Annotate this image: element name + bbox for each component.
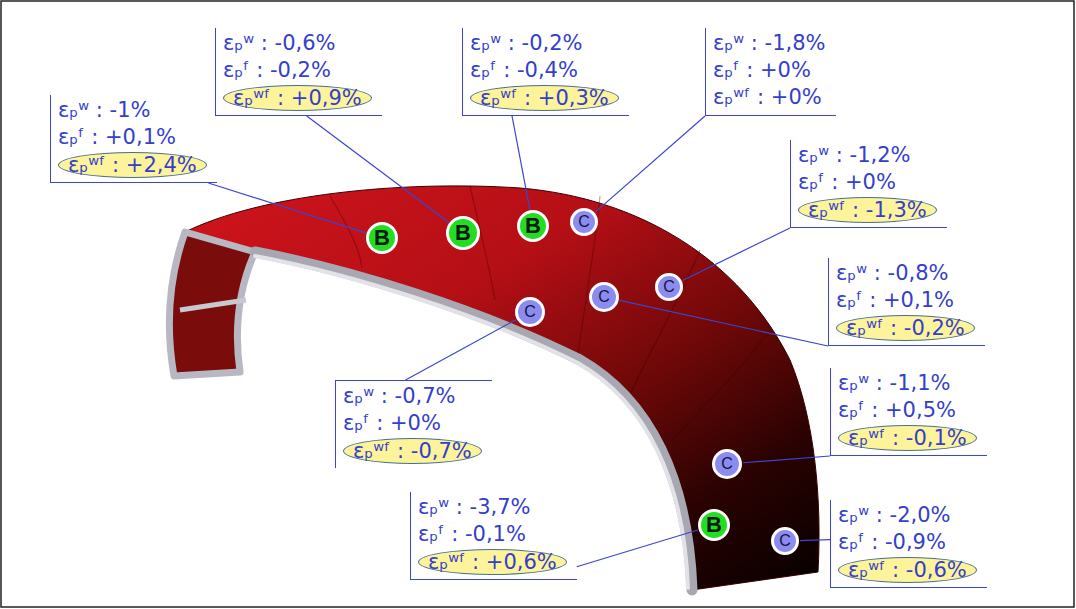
strain-value: εₚʷ : -0,2%	[470, 30, 619, 57]
strain-value: εₚʷᶠ : +0,6%	[418, 549, 567, 575]
strain-value: εₚᶠ : +0,1%	[836, 287, 975, 314]
sensor-b-marker: B	[446, 216, 480, 250]
strain-value: εₚᶠ : -0,1%	[418, 521, 567, 548]
leader-line	[800, 539, 830, 541]
strain-value: εₚᶠ : +0,5%	[838, 397, 977, 424]
leading-edge	[255, 252, 692, 590]
strain-value: εₚᶠ : -0,2%	[223, 57, 372, 84]
strain-value: εₚʷ : -1,2%	[798, 142, 937, 169]
sensor-c-marker: C	[712, 449, 742, 479]
marker-letter: B	[525, 213, 541, 239]
strain-callout: εₚʷ : -0,2%εₚᶠ : -0,4%εₚʷᶠ : +0,3%	[462, 28, 629, 116]
strain-value: εₚʷ : -0,6%	[223, 30, 372, 57]
strain-value: εₚʷᶠ : -1,3%	[798, 197, 937, 223]
marker-letter: C	[663, 278, 675, 296]
strain-value: εₚᶠ : +0%	[798, 169, 937, 196]
marker-letter: B	[455, 220, 471, 246]
strain-value: εₚᶠ : +0%	[343, 410, 482, 437]
wing-tip	[169, 232, 255, 376]
sensor-c-marker: C	[771, 527, 799, 555]
strain-value: εₚʷᶠ : +0,9%	[223, 85, 372, 111]
marker-letter: B	[374, 225, 390, 251]
marker-letter: C	[721, 455, 733, 473]
marker-letter: C	[598, 288, 610, 306]
strain-value: εₚʷ : -0,8%	[836, 260, 975, 287]
strain-value: εₚʷᶠ : +2,4%	[58, 152, 207, 178]
marker-letter: C	[578, 213, 590, 231]
strain-callout: εₚʷ : -1,1%εₚᶠ : +0,5%εₚʷᶠ : -0,1%	[830, 368, 987, 456]
sensor-c-marker: C	[515, 297, 545, 327]
strut	[180, 300, 246, 310]
strain-value: εₚʷᶠ : -0,7%	[343, 438, 482, 464]
sensor-b-marker: B	[517, 210, 549, 242]
strain-value: εₚʷ : -0,7%	[343, 383, 482, 410]
leader-line	[208, 183, 365, 233]
strain-callout: εₚʷ : -0,7%εₚᶠ : +0%εₚʷᶠ : -0,7%	[335, 380, 492, 468]
strain-value: εₚʷᶠ : -0,2%	[836, 315, 975, 341]
leader-line	[577, 530, 698, 567]
leading-edge-highlight	[255, 256, 688, 588]
strain-value: εₚᶠ : -0,4%	[470, 57, 619, 84]
strain-value: εₚʷ : -3,7%	[418, 494, 567, 521]
sensor-b-marker: B	[698, 509, 730, 541]
strain-callout: εₚʷ : -1%εₚᶠ : +0,1%εₚʷᶠ : +2,4%	[50, 95, 217, 183]
marker-letter: C	[779, 532, 791, 550]
strain-value: εₚʷᶠ : -0,1%	[838, 425, 977, 451]
strain-callout: εₚʷ : -1,2%εₚᶠ : +0%εₚʷᶠ : -1,3%	[790, 140, 947, 228]
kite-canopy	[185, 186, 819, 590]
leader-line	[595, 116, 705, 212]
marker-letter: C	[524, 303, 536, 321]
sensor-c-marker: C	[589, 282, 619, 312]
strain-value: εₚʷᶠ : +0,3%	[470, 85, 619, 111]
leader-line	[512, 116, 530, 209]
strain-value: εₚʷ : -1,8%	[713, 30, 826, 57]
strain-value: εₚʷ : -2,0%	[838, 502, 977, 529]
leader-line	[743, 456, 830, 463]
strain-callout: εₚʷ : -3,7%εₚᶠ : -0,1%εₚʷᶠ : +0,6%	[410, 492, 577, 580]
marker-letter: B	[706, 512, 722, 538]
strain-callout: εₚʷ : -1,8%εₚᶠ : +0%εₚʷᶠ : +0%	[705, 28, 836, 116]
leader-line	[406, 320, 516, 380]
sensor-b-marker: B	[366, 222, 398, 254]
strain-value: εₚᶠ : -0,9%	[838, 529, 977, 556]
strain-callout: εₚʷ : -0,8%εₚᶠ : +0,1%εₚʷᶠ : -0,2%	[828, 258, 985, 346]
strain-callout: εₚʷ : -0,6%εₚᶠ : -0,2%εₚʷᶠ : +0,9%	[215, 28, 382, 116]
leader-line	[307, 116, 449, 222]
sensor-c-marker: C	[655, 273, 683, 301]
leader-line	[620, 300, 828, 346]
strain-callout: εₚʷ : -2,0%εₚᶠ : -0,9%εₚʷᶠ : -0,6%	[830, 500, 987, 588]
strain-value: εₚᶠ : +0,1%	[58, 124, 207, 151]
strain-value: εₚʷ : -1%	[58, 97, 207, 124]
strain-value: εₚʷ : -1,1%	[838, 370, 977, 397]
strain-value: εₚʷᶠ : +0%	[713, 84, 826, 111]
strain-value: εₚʷᶠ : -0,6%	[838, 557, 977, 583]
sensor-c-marker: C	[570, 208, 598, 236]
strain-value: εₚᶠ : +0%	[713, 57, 826, 84]
leader-line	[682, 228, 790, 280]
